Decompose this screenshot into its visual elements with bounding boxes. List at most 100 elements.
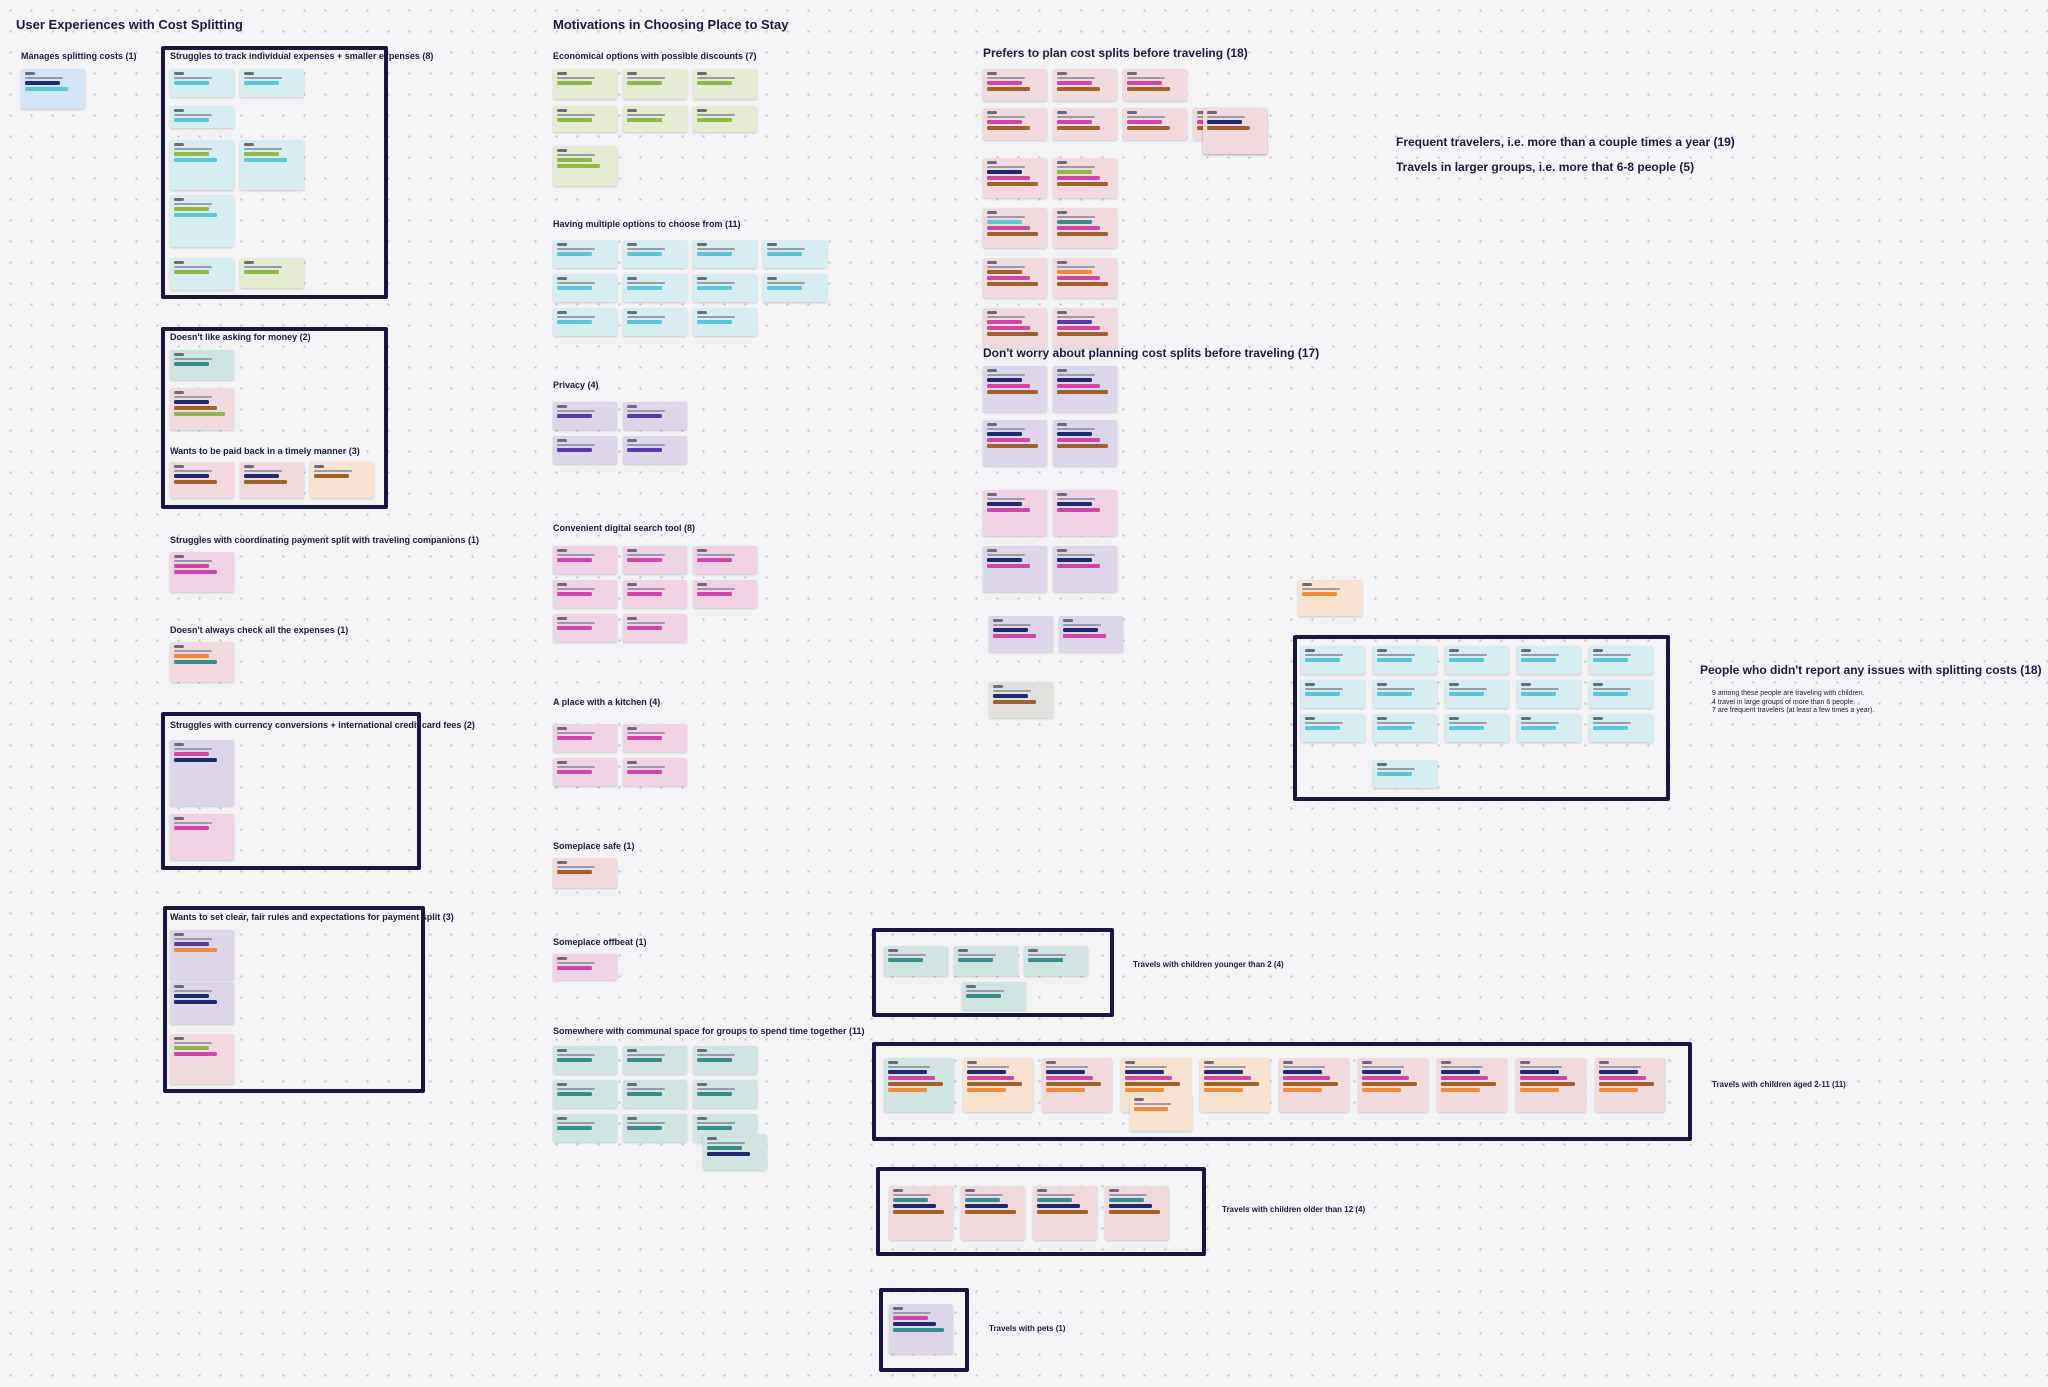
sticky-note[interactable]: [1445, 680, 1509, 708]
sticky-note[interactable]: [1517, 646, 1581, 674]
sticky-note[interactable]: [1024, 946, 1088, 976]
sticky-note[interactable]: [884, 946, 948, 976]
sticky-note[interactable]: [693, 106, 757, 132]
sticky-note[interactable]: [170, 982, 234, 1024]
sticky-note[interactable]: [553, 580, 617, 608]
sticky-note[interactable]: [553, 436, 617, 464]
sticky-note[interactable]: [553, 240, 617, 268]
sticky-note[interactable]: [1105, 1186, 1169, 1240]
sticky-note[interactable]: [1203, 108, 1267, 154]
sticky-note[interactable]: [623, 274, 687, 302]
sticky-note[interactable]: [170, 552, 234, 592]
sticky-note[interactable]: [1053, 366, 1117, 412]
sticky-note[interactable]: [553, 1114, 617, 1142]
sticky-note[interactable]: [623, 1114, 687, 1142]
sticky-note[interactable]: [983, 420, 1047, 466]
cluster-frame-children-over-12[interactable]: [876, 1167, 1206, 1256]
sticky-note[interactable]: [623, 106, 687, 132]
sticky-note[interactable]: [623, 436, 687, 464]
sticky-note[interactable]: [983, 158, 1047, 198]
sticky-note[interactable]: [1516, 1058, 1586, 1112]
sticky-note[interactable]: [1053, 208, 1117, 248]
sticky-note[interactable]: [693, 546, 757, 574]
cluster-frame-clear-rules[interactable]: [163, 906, 425, 1093]
sticky-note[interactable]: [1589, 714, 1653, 742]
sticky-note[interactable]: [1301, 714, 1365, 742]
sticky-note[interactable]: [240, 69, 304, 97]
sticky-note[interactable]: [553, 614, 617, 642]
sticky-note[interactable]: [1358, 1058, 1428, 1112]
sticky-note[interactable]: [170, 195, 234, 247]
sticky-note[interactable]: [989, 682, 1053, 718]
sticky-note[interactable]: [763, 240, 827, 268]
sticky-note[interactable]: [693, 240, 757, 268]
sticky-note[interactable]: [983, 546, 1047, 592]
sticky-note[interactable]: [170, 350, 234, 380]
sticky-note[interactable]: [1373, 646, 1437, 674]
sticky-note[interactable]: [889, 1186, 953, 1240]
sticky-note[interactable]: [983, 366, 1047, 412]
sticky-note[interactable]: [553, 1046, 617, 1074]
sticky-note[interactable]: [170, 1034, 234, 1084]
sticky-note[interactable]: [1517, 714, 1581, 742]
sticky-note[interactable]: [623, 308, 687, 336]
sticky-note[interactable]: [170, 258, 234, 290]
sticky-note[interactable]: [623, 614, 687, 642]
sticky-note[interactable]: [1517, 680, 1581, 708]
sticky-note[interactable]: [553, 546, 617, 574]
sticky-note[interactable]: [963, 1058, 1033, 1112]
sticky-note[interactable]: [884, 1058, 954, 1112]
sticky-note[interactable]: [553, 274, 617, 302]
sticky-note[interactable]: [889, 1304, 953, 1354]
sticky-note[interactable]: [240, 140, 304, 190]
sticky-note[interactable]: [763, 274, 827, 302]
sticky-note[interactable]: [1053, 158, 1117, 198]
sticky-note[interactable]: [21, 69, 85, 109]
sticky-note[interactable]: [623, 1080, 687, 1108]
sticky-note[interactable]: [170, 642, 234, 682]
cluster-frame-currency[interactable]: [161, 712, 421, 870]
sticky-note[interactable]: [623, 1046, 687, 1074]
cluster-frame-asking-money[interactable]: [161, 327, 388, 509]
sticky-note[interactable]: [553, 106, 617, 132]
sticky-note[interactable]: [623, 240, 687, 268]
sticky-note[interactable]: [170, 462, 234, 498]
sticky-note[interactable]: [1301, 646, 1365, 674]
sticky-note[interactable]: [703, 1134, 767, 1170]
sticky-note[interactable]: [170, 69, 234, 97]
sticky-note[interactable]: [1298, 580, 1362, 616]
sticky-note[interactable]: [1373, 680, 1437, 708]
sticky-note[interactable]: [553, 858, 617, 888]
sticky-note[interactable]: [1042, 1058, 1112, 1112]
sticky-note[interactable]: [1445, 646, 1509, 674]
sticky-note[interactable]: [983, 208, 1047, 248]
sticky-note[interactable]: [170, 106, 234, 128]
sticky-note[interactable]: [983, 490, 1047, 536]
sticky-note[interactable]: [170, 140, 234, 190]
sticky-note[interactable]: [623, 402, 687, 430]
sticky-note[interactable]: [553, 758, 617, 786]
sticky-note[interactable]: [1053, 420, 1117, 466]
sticky-note[interactable]: [1437, 1058, 1507, 1112]
sticky-note[interactable]: [1053, 69, 1117, 101]
sticky-note[interactable]: [693, 580, 757, 608]
sticky-note[interactable]: [1595, 1058, 1665, 1112]
sticky-note[interactable]: [983, 308, 1047, 348]
sticky-note[interactable]: [1373, 760, 1437, 788]
sticky-note[interactable]: [623, 69, 687, 99]
sticky-note[interactable]: [1373, 714, 1437, 742]
cluster-frame-children-2-11[interactable]: [872, 1042, 1692, 1141]
sticky-note[interactable]: [553, 954, 617, 980]
sticky-note[interactable]: [553, 724, 617, 752]
sticky-note[interactable]: [170, 930, 234, 980]
sticky-note[interactable]: [553, 308, 617, 336]
sticky-note[interactable]: [623, 758, 687, 786]
sticky-note[interactable]: [954, 946, 1018, 976]
sticky-note[interactable]: [553, 69, 617, 99]
sticky-note[interactable]: [983, 258, 1047, 298]
sticky-note[interactable]: [1123, 69, 1187, 101]
sticky-note[interactable]: [170, 814, 234, 860]
sticky-note[interactable]: [623, 546, 687, 574]
sticky-note[interactable]: [693, 1046, 757, 1074]
cluster-frame-no-issues[interactable]: [1293, 635, 1670, 801]
